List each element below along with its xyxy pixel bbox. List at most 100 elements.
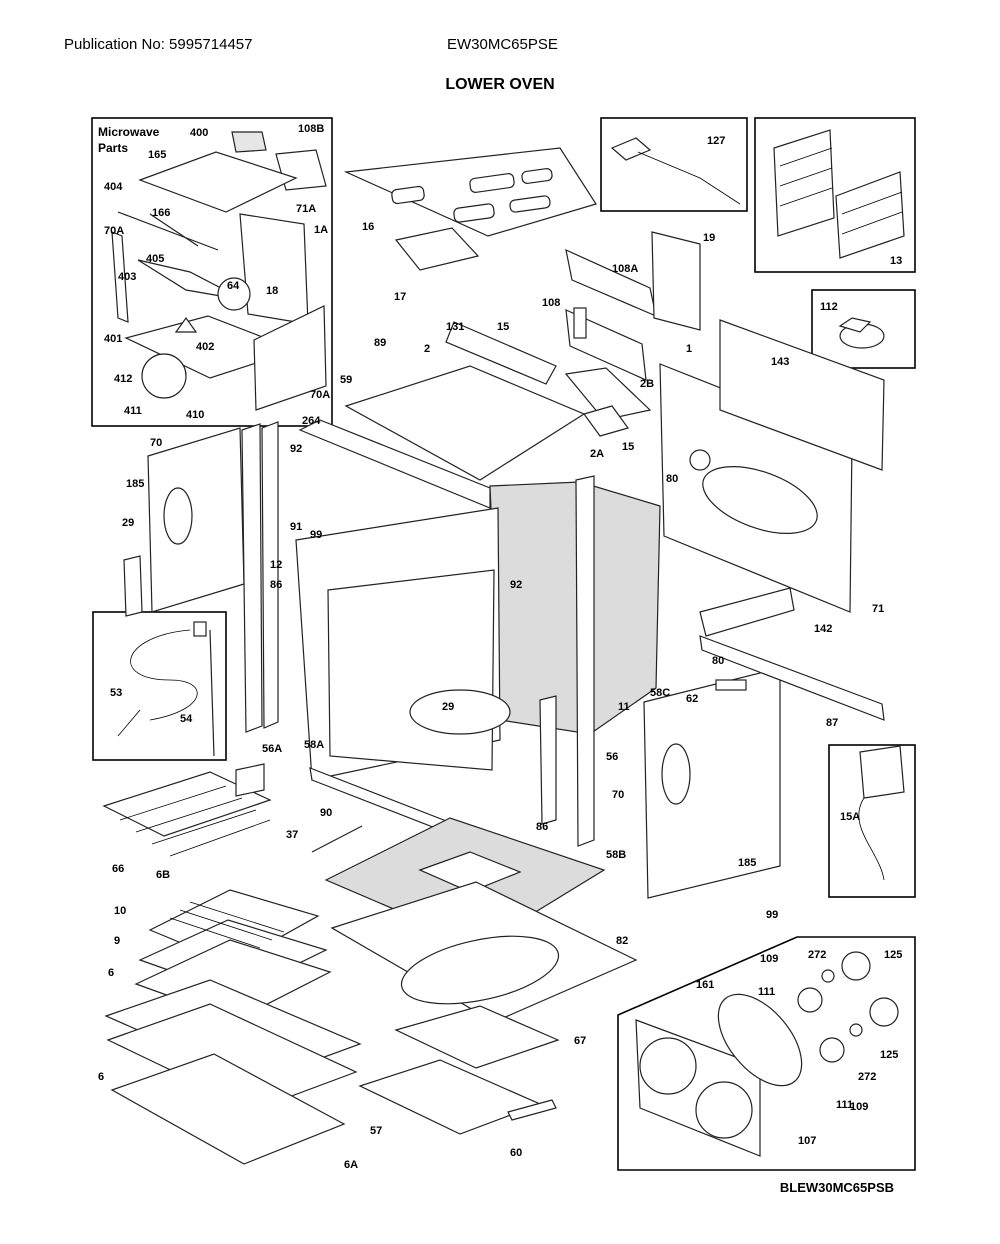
part-label-131: 131 <box>446 321 464 333</box>
part-label-107: 107 <box>798 1135 816 1147</box>
part-label-91: 91 <box>290 521 302 533</box>
part-label-108: 108 <box>542 297 560 309</box>
part-label-60: 60 <box>510 1147 522 1159</box>
part-label-165: 165 <box>148 149 166 161</box>
diagram-code: BLEW30MC65PSB <box>779 1180 894 1195</box>
part-label-70a: 70A <box>310 389 330 401</box>
side-panels <box>123 421 781 899</box>
part-label-54: 54 <box>180 713 193 725</box>
vent-parts-108 <box>565 231 701 381</box>
part-label-411: 411 <box>124 405 142 417</box>
support-rails <box>699 587 885 721</box>
part-label-53: 53 <box>110 687 122 699</box>
inset-53-54 <box>92 611 227 761</box>
part-label-64: 64 <box>227 280 240 292</box>
part-label-87: 87 <box>826 717 838 729</box>
part-label-18: 18 <box>266 285 278 297</box>
part-label-89: 89 <box>374 337 386 349</box>
convection-fan-assembly <box>635 951 899 1157</box>
part-label-10: 10 <box>114 905 126 917</box>
microwave-parts <box>111 131 327 411</box>
part-label-9: 9 <box>114 935 120 947</box>
part-label-125: 125 <box>880 1049 898 1061</box>
part-label-272: 272 <box>808 949 826 961</box>
microwave-title-line2: Parts <box>98 141 128 155</box>
top-panel-2 <box>298 321 652 509</box>
part-label-127: 127 <box>707 135 725 147</box>
part-label-56a: 56A <box>262 743 282 755</box>
model-number: EW30MC65PSE <box>447 36 558 53</box>
part-label-15: 15 <box>497 321 509 333</box>
part-label-57: 57 <box>370 1125 382 1137</box>
part-label-92: 92 <box>510 579 522 591</box>
inset-15a <box>828 744 916 898</box>
microwave-parts-inset <box>91 117 333 427</box>
meat-probe-53-54 <box>117 621 215 757</box>
part-label-17: 17 <box>394 291 406 303</box>
part-label-410: 410 <box>186 409 204 421</box>
side-racks-13 <box>773 129 905 259</box>
part-label-80: 80 <box>666 473 678 485</box>
part-label-29: 29 <box>122 517 134 529</box>
part-label-6b: 6B <box>156 869 170 881</box>
part-label-185: 185 <box>126 478 144 490</box>
part-label-67: 67 <box>574 1035 586 1047</box>
part-label-109: 109 <box>760 953 778 965</box>
broil-pan-and-racks <box>104 889 362 1165</box>
thermostat-112 <box>838 317 885 349</box>
heating-element-66 <box>102 763 272 857</box>
part-label-6: 6 <box>108 967 114 979</box>
part-label-166: 166 <box>152 207 170 219</box>
part-label-11: 11 <box>618 701 630 713</box>
part-label-108b: 108B <box>298 123 324 135</box>
part-label-80: 80 <box>712 655 724 667</box>
part-label-143: 143 <box>771 356 789 368</box>
part-label-59: 59 <box>340 374 352 386</box>
part-label-6: 6 <box>98 1071 104 1083</box>
part-label-109: 109 <box>850 1101 868 1113</box>
part-label-62: 62 <box>686 693 698 705</box>
part-label-71a: 71A <box>296 203 316 215</box>
part-label-111: 111 <box>836 1099 853 1111</box>
part-label-90: 90 <box>320 807 332 819</box>
inset-127 <box>600 117 748 212</box>
part-label-29: 29 <box>442 701 454 713</box>
bottom-insulation-58b <box>324 817 638 1023</box>
part-label-70: 70 <box>612 789 624 801</box>
part-label-142: 142 <box>814 623 832 635</box>
part-label-71: 71 <box>872 603 884 615</box>
part-label-108a: 108A <box>612 263 638 275</box>
sensor-127 <box>610 137 741 205</box>
part-label-12: 12 <box>270 559 282 571</box>
sensor-15a <box>858 745 905 881</box>
part-label-412: 412 <box>114 373 132 385</box>
part-label-16: 16 <box>362 221 374 233</box>
part-label-185: 185 <box>738 857 756 869</box>
part-label-272: 272 <box>858 1071 876 1083</box>
part-label-58b: 58B <box>606 849 626 861</box>
part-label-6a: 6A <box>344 1159 358 1171</box>
part-label-1a: 1A <box>314 224 328 236</box>
part-label-99: 99 <box>310 529 322 541</box>
part-label-15: 15 <box>622 441 634 453</box>
part-label-66: 66 <box>112 863 124 875</box>
part-label-19: 19 <box>703 232 715 244</box>
part-label-2b: 2B <box>640 378 654 390</box>
inset-13-racks <box>754 117 916 273</box>
part-label-161: 161 <box>696 979 714 991</box>
publication-number: Publication No: 5995714457 <box>64 36 253 53</box>
rear-panel-1 <box>659 319 885 613</box>
part-label-400: 400 <box>190 127 208 139</box>
part-label-125: 125 <box>884 949 902 961</box>
part-label-404: 404 <box>104 181 123 193</box>
inset-convection-fan <box>617 936 916 1171</box>
inset-112 <box>811 289 916 369</box>
part-label-86: 86 <box>270 579 282 591</box>
part-label-111: 111 <box>758 986 775 998</box>
part-label-82: 82 <box>616 935 628 947</box>
microwave-title-line1: Microwave <box>98 125 160 139</box>
part-label-86: 86 <box>536 821 548 833</box>
part-label-403: 403 <box>118 271 136 283</box>
